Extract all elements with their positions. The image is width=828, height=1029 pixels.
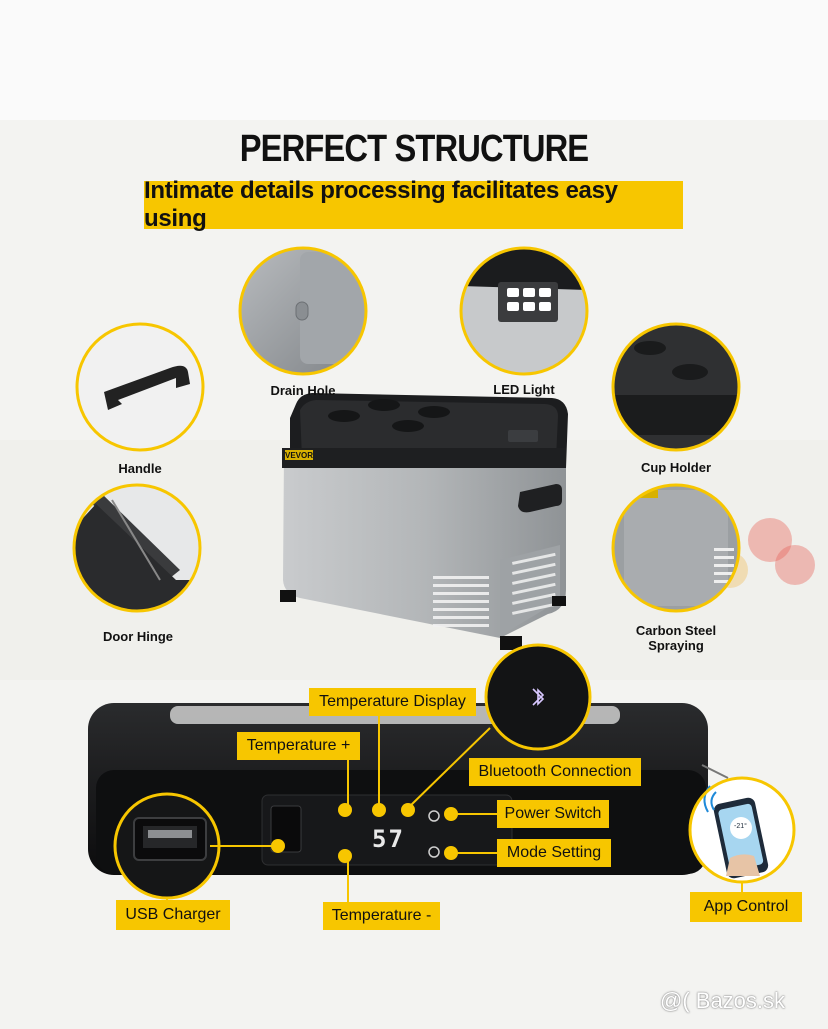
door-hinge-detail bbox=[72, 483, 202, 613]
background-tomato bbox=[775, 545, 815, 585]
bazos-watermark: @( Bazos.sk bbox=[660, 988, 786, 1013]
connector-lines bbox=[166, 712, 743, 903]
carbon-steel-label-line2: Spraying bbox=[648, 638, 704, 653]
mode-icon bbox=[428, 846, 440, 858]
button-markers bbox=[271, 803, 458, 863]
background-tomato bbox=[748, 518, 792, 562]
carbon-steel-detail bbox=[611, 483, 741, 613]
temperature-display-tag: Temperature Display bbox=[309, 688, 476, 716]
app-control-detail bbox=[688, 776, 796, 884]
usb-charger-detail bbox=[113, 792, 221, 900]
usb-charger-tag: USB Charger bbox=[116, 900, 230, 930]
drain-hole-detail bbox=[238, 246, 368, 376]
led-light-label: LED Light bbox=[493, 382, 555, 397]
temperature-plus-tag: Temperature + bbox=[237, 732, 360, 760]
bluetooth-connection-tag: Bluetooth Connection bbox=[469, 758, 641, 786]
svg-text:VEVOR: VEVOR bbox=[285, 451, 313, 460]
app-control-tag: App Control bbox=[690, 892, 802, 922]
handle-detail bbox=[75, 322, 205, 452]
mode-setting-tag: Mode Setting bbox=[497, 839, 611, 867]
handle-label: Handle bbox=[118, 461, 162, 476]
background-top bbox=[0, 0, 828, 120]
fridge-illustration: VEVOR bbox=[280, 393, 568, 650]
subtitle-banner: Intimate details processing facilitates … bbox=[144, 177, 683, 232]
led-light-detail bbox=[459, 246, 589, 376]
temperature-minus-tag: Temperature - bbox=[323, 902, 440, 930]
cup-holder-label: Cup Holder bbox=[640, 460, 712, 475]
carbon-steel-label: Carbon Steel Spraying bbox=[616, 623, 736, 653]
power-icon bbox=[428, 810, 440, 822]
bluetooth-icon bbox=[532, 688, 545, 706]
cup-holder-detail bbox=[611, 322, 741, 452]
carbon-steel-label-line1: Carbon Steel bbox=[635, 623, 717, 638]
drain-hole-label: Drain Hole bbox=[270, 383, 336, 398]
bluetooth-detail bbox=[484, 643, 592, 751]
app-screen-readout: -21° bbox=[734, 823, 747, 830]
page-title: PERFECT STRUCTURE bbox=[239, 128, 589, 170]
door-hinge-label: Door Hinge bbox=[102, 629, 174, 644]
power-switch-tag: Power Switch bbox=[497, 800, 609, 828]
fridge-display-readout: 57 bbox=[372, 825, 405, 853]
